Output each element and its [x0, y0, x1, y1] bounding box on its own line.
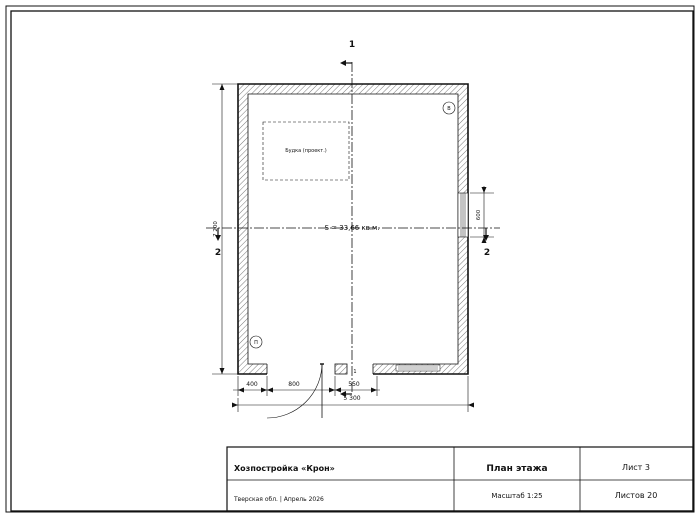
title-block-location-date: Тверская обл. | Апрель 2026 — [234, 496, 324, 503]
dimension-chain — [233, 376, 380, 396]
dimension-overall — [232, 376, 474, 412]
title-block-scale: Масштаб 1:25 — [491, 492, 543, 500]
section-mark-right: 2 — [484, 248, 490, 258]
marker-label-bottom-left: П — [254, 340, 258, 346]
section-mark-left: 2 — [215, 248, 221, 258]
section-lines — [206, 60, 500, 397]
door-swing — [266, 363, 324, 419]
equipment-label: Будка (проект.) — [285, 148, 327, 154]
dimension-height — [212, 83, 238, 375]
dim-seg-3-label: 550 — [348, 381, 360, 388]
walls — [237, 83, 469, 375]
marker-label-top-right: В — [447, 106, 451, 112]
dim-height-label: 7 200 — [213, 221, 219, 237]
title-block-sheets-total: Листов 20 — [614, 491, 658, 500]
title-block-company: Хозпостройка «Крон» — [234, 464, 335, 473]
marker-circle-top-right — [442, 101, 456, 115]
equipment-box — [262, 121, 350, 181]
area-label: S = 33,66 кв.м. — [324, 224, 379, 232]
window-right-wall — [457, 192, 469, 238]
dim-seg-2-label: 800 — [288, 381, 300, 388]
title-block-drawing-title: План этажа — [486, 464, 548, 474]
title-block-sheet: Лист 3 — [622, 463, 650, 472]
section-mark-top: 1 — [349, 40, 355, 50]
outer-frame — [5, 5, 695, 513]
vent-grille — [395, 364, 441, 372]
dimension-window — [470, 186, 494, 243]
dim-seg-1-label: 400 — [246, 381, 258, 388]
section-mark-bottom: 1 — [353, 369, 356, 375]
marker-circle-bottom-left — [249, 335, 263, 349]
title-block-grid — [226, 446, 694, 512]
dim-overall-label: 5 300 — [343, 395, 360, 402]
dim-window-label: 600 — [476, 209, 482, 220]
